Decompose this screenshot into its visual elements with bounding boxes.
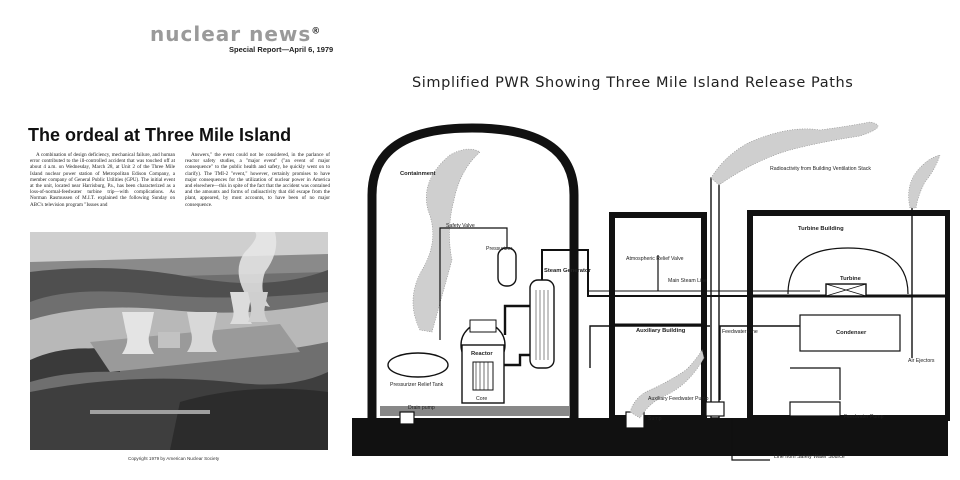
ventilation-stack — [710, 177, 720, 419]
ground-slab — [352, 418, 948, 456]
sump-label: Sump — [648, 416, 662, 422]
special-report-subhead: Special Report—April 6, 1979 — [229, 45, 334, 54]
turbine-building — [747, 210, 950, 421]
reactor-label: Reactor — [471, 351, 493, 357]
article-column-2: Answers," the event could not be conside… — [185, 152, 330, 208]
atmospheric-relief-valve-label: Atmospheric Relief Valve — [626, 256, 684, 262]
turbine-building-label: Turbine Building — [798, 226, 844, 232]
drain-pump — [399, 411, 415, 425]
stack-plume — [710, 121, 879, 186]
reactor-core — [472, 361, 494, 391]
article-title: The ordeal at Three Mile Island — [28, 125, 292, 145]
containment-label: Containment — [400, 171, 435, 177]
feedwater-pump-label: Feedwater Pump — [844, 414, 884, 420]
three-mile-island-aerial-photo — [30, 232, 328, 450]
magazine-page: nuclear news® Special Report—April 6, 19… — [0, 0, 345, 480]
masthead: nuclear news® — [150, 22, 322, 46]
core-label: Core — [476, 396, 487, 402]
air-ejectors-label: Air Ejectors — [908, 358, 935, 364]
auxiliary-building — [609, 212, 707, 421]
main-steam-line — [541, 249, 820, 297]
condenser-label: Condenser — [836, 330, 867, 336]
pressurizer-relief-tank — [387, 352, 449, 378]
pwr-release-paths-diagram: Containment Safety Valve Pressurizer Ste… — [352, 121, 950, 461]
pressurizer-relief-tank-label: Pressurizer Relief Tank — [390, 382, 444, 388]
containment-floor-grating — [380, 406, 570, 416]
ejector-plume — [908, 154, 941, 209]
feedwater-pump — [789, 401, 841, 417]
article-column-1: A combination of design deficiency, mech… — [30, 152, 175, 208]
feedwater-line-label: Feedwater Line — [722, 329, 758, 335]
safety-water-source-label: Line from Safety Water Source — [774, 454, 845, 460]
pressurizer — [497, 247, 517, 287]
containment-vapor-plume — [412, 148, 481, 333]
copyright-notice: Copyright 1979 by American Nuclear Socie… — [128, 456, 220, 461]
safety-water-line — [731, 418, 770, 461]
pressurizer-label: Pressurizer — [486, 246, 513, 252]
registered-mark: ® — [311, 26, 322, 37]
turbine-dome — [787, 247, 909, 295]
safety-valve-label: Safety Valve — [446, 223, 475, 229]
condenser — [799, 314, 901, 352]
main-steam-line-label: Main Steam Line — [668, 278, 707, 284]
sump-plume — [629, 349, 705, 419]
auxiliary-building-label: Auxiliary Building — [636, 328, 686, 334]
steam-generator — [529, 279, 555, 369]
diagram-title: Simplified PWR Showing Three Mile Island… — [412, 75, 854, 91]
article-body: A combination of design deficiency, mech… — [30, 152, 330, 208]
auxiliary-feedwater-pump-label: Auxiliary Feedwater Pump — [648, 396, 709, 402]
turbine-label: Turbine — [840, 276, 862, 282]
steam-generator-label: Steam Generator — [544, 268, 591, 274]
drain-pump-label: Drain pump — [408, 405, 435, 411]
feedwater-line — [719, 325, 800, 400]
containment-dome — [367, 123, 579, 430]
vent-stack-radioactivity-label: Radioactivity from Building Ventilation … — [770, 166, 871, 172]
auxiliary-feedwater-pump — [705, 401, 725, 417]
